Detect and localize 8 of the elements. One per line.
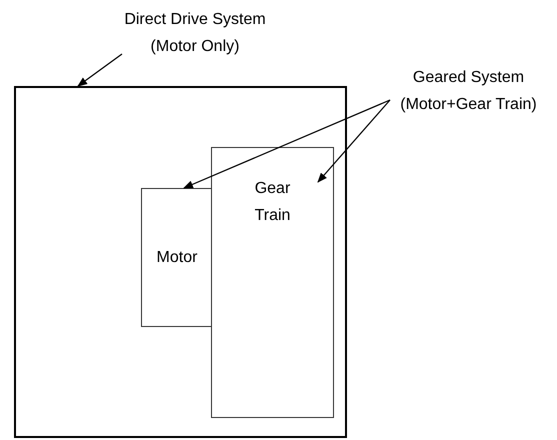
gear-train-box: Gear Train (211, 147, 334, 418)
leader-arrow (317, 100, 390, 183)
leader-arrow (77, 54, 122, 87)
callout-label: Direct Drive System (Motor Only) (100, 6, 290, 60)
motor-box: Motor (141, 188, 212, 327)
system-boundary-box (14, 86, 347, 438)
callout-label: Geared System (Motor+Gear Train) (380, 64, 557, 118)
leader-arrow (183, 99, 390, 189)
